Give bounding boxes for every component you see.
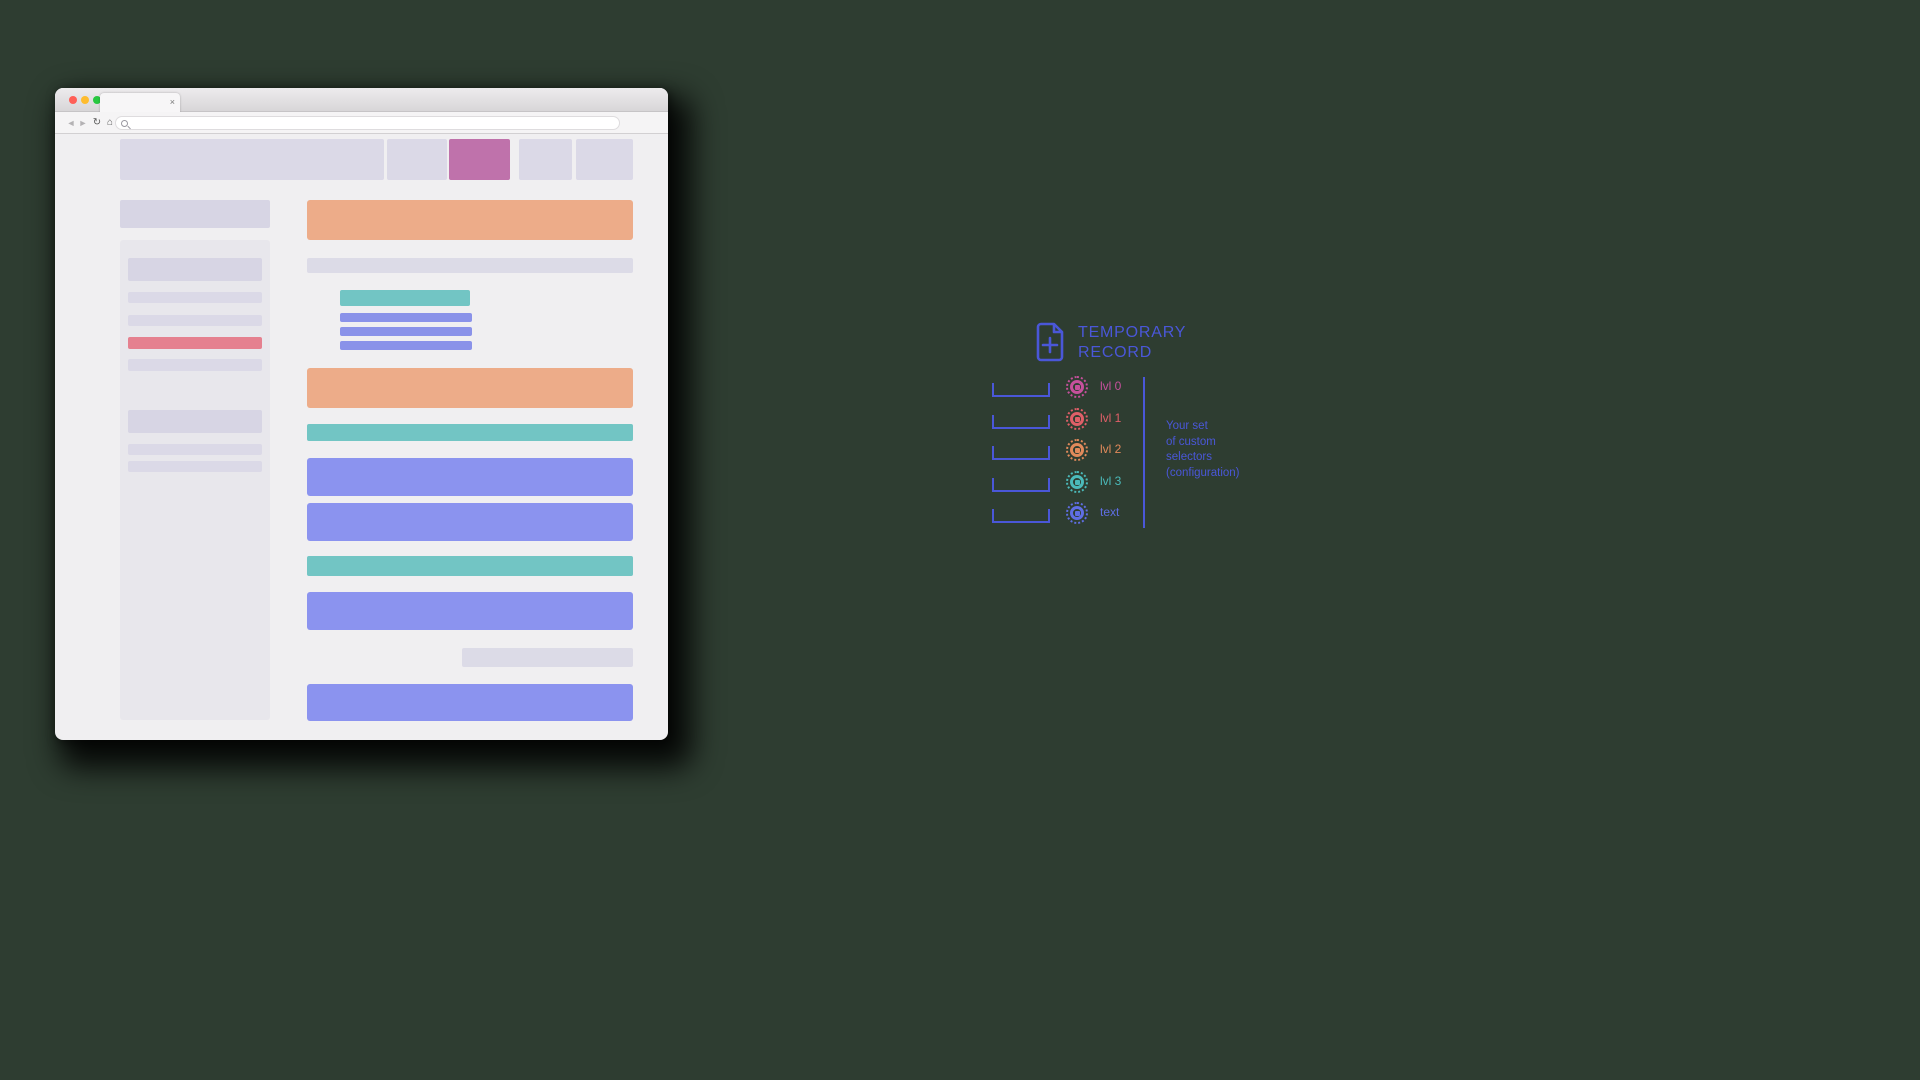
text-line-blue-2 — [340, 327, 472, 336]
selector-label: lvl 3 — [1100, 474, 1122, 488]
caption-placeholder-right — [462, 648, 633, 667]
row-periwinkle-1 — [307, 458, 633, 496]
row-periwinkle-2 — [307, 503, 633, 541]
selector-row-text: text — [992, 500, 1162, 526]
page-content — [55, 88, 668, 740]
diagram-title-line2: RECORD — [1078, 344, 1153, 361]
window-zoom-button[interactable] — [93, 96, 101, 104]
bracket-icon — [992, 383, 1050, 397]
nav-item-placeholder-1 — [120, 139, 384, 180]
selector-label: lvl 1 — [1100, 411, 1122, 425]
nav-item-placeholder-3 — [519, 139, 572, 180]
bracket-icon — [992, 509, 1050, 523]
note-line: selectors — [1166, 451, 1213, 463]
inline-heading-teal — [340, 290, 470, 306]
window-minimize-button[interactable] — [81, 96, 89, 104]
browser-toolbar: ◄ ► ↻ ⌂ — [55, 112, 668, 134]
bracket-icon — [992, 446, 1050, 460]
selector-row-lvl0: lvl 0 — [992, 374, 1162, 400]
nav-item-placeholder-2 — [387, 139, 447, 180]
reload-button[interactable]: ↻ — [92, 117, 102, 128]
row-teal-1 — [307, 424, 633, 441]
home-button[interactable]: ⌂ — [106, 117, 114, 128]
text-line-placeholder — [307, 258, 633, 273]
sidebar-link-active-red — [128, 337, 262, 349]
forward-button[interactable]: ► — [78, 118, 88, 128]
selector-gear-icon — [1066, 471, 1088, 493]
address-bar[interactable] — [115, 116, 620, 130]
browser-titlebar: × — [55, 88, 668, 112]
text-line-blue-1 — [340, 313, 472, 322]
sidebar-link-placeholder-2 — [128, 315, 262, 326]
note-line: (configuration) — [1166, 466, 1240, 479]
divider-line — [1143, 377, 1145, 528]
sidebar-subheading-placeholder — [128, 410, 262, 433]
bracket-icon — [992, 415, 1050, 429]
browser-window: × ◄ ► ↻ ⌂ — [55, 88, 668, 740]
document-add-icon — [1033, 321, 1067, 363]
selector-label: lvl 0 — [1100, 379, 1122, 393]
selector-row-lvl3: lvl 3 — [992, 469, 1162, 495]
diagram-title: TEMPORARY RECORD — [1078, 323, 1186, 363]
diagram-title-line1: TEMPORARY — [1078, 324, 1187, 341]
row-periwinkle-3 — [307, 592, 633, 630]
configuration-note: Your set of custom selectors (configurat… — [1166, 419, 1240, 481]
sidebar-title-placeholder — [120, 200, 270, 228]
text-line-blue-3 — [340, 341, 472, 350]
tab-close-icon[interactable]: × — [169, 97, 175, 107]
selector-gear-icon — [1066, 502, 1088, 524]
sidebar-link-placeholder-1 — [128, 292, 262, 303]
sidebar-link-placeholder-4 — [128, 444, 262, 455]
sidebar-heading-placeholder — [128, 258, 262, 281]
sidebar-link-placeholder-3 — [128, 359, 262, 371]
section-banner-orange — [307, 368, 633, 408]
selector-row-lvl2: lvl 2 — [992, 437, 1162, 463]
bracket-icon — [992, 478, 1050, 492]
nav-item-active — [449, 139, 510, 180]
browser-tab[interactable]: × — [100, 93, 180, 112]
hero-banner-orange — [307, 200, 633, 240]
note-line: Your set — [1166, 420, 1208, 432]
row-teal-2 — [307, 556, 633, 576]
row-periwinkle-4 — [307, 684, 633, 721]
selector-gear-icon — [1066, 408, 1088, 430]
sidebar-link-placeholder-5 — [128, 461, 262, 472]
selector-row-lvl1: lvl 1 — [992, 406, 1162, 432]
back-button[interactable]: ◄ — [66, 118, 76, 128]
sidebar-panel — [120, 240, 270, 720]
window-close-button[interactable] — [69, 96, 77, 104]
selector-label: text — [1100, 505, 1120, 519]
nav-item-placeholder-4 — [576, 139, 633, 180]
note-line: of custom — [1166, 435, 1216, 448]
selector-gear-icon — [1066, 376, 1088, 398]
selector-label: lvl 2 — [1100, 442, 1122, 456]
selector-gear-icon — [1066, 439, 1088, 461]
search-icon — [121, 120, 128, 127]
